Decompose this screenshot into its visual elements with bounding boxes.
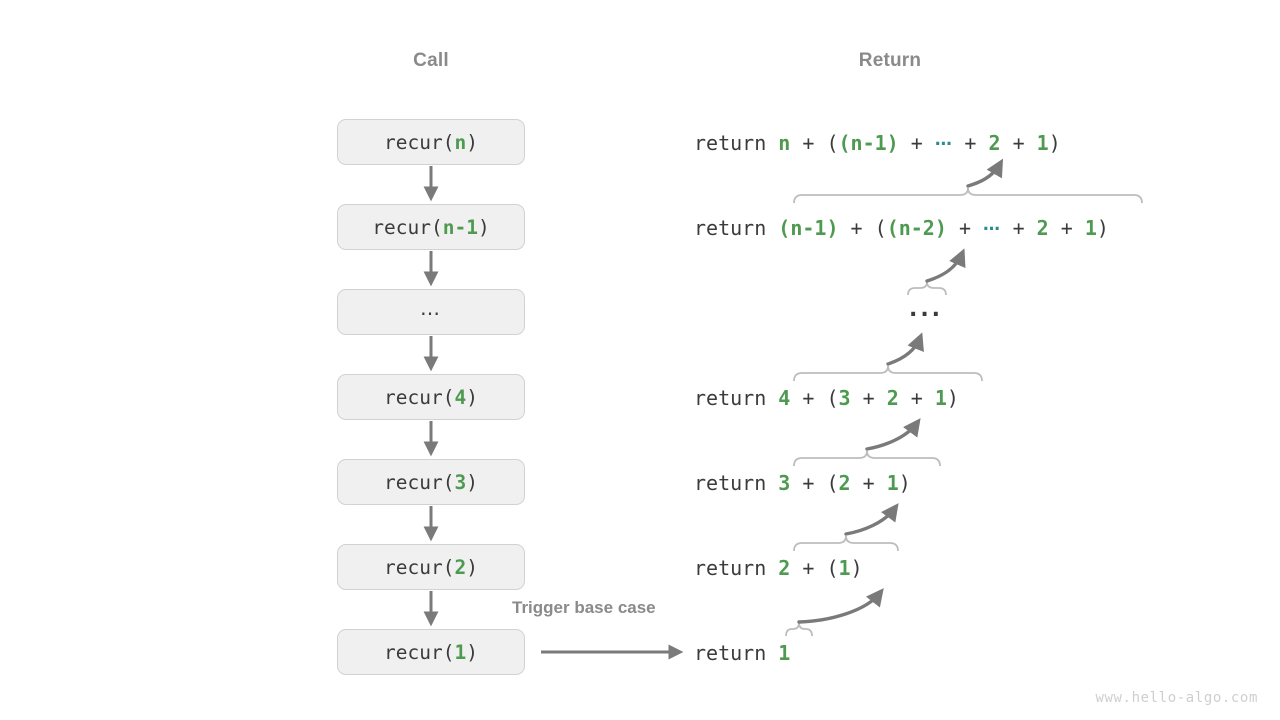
return-keyword: return — [694, 556, 779, 580]
call-column-header: Call — [413, 50, 449, 71]
return-row-n-1: return (n-1) + ((n-2) + … + 2 + 1) — [694, 213, 1109, 243]
call-prefix: recur( — [384, 130, 455, 154]
return-token: + — [850, 386, 887, 410]
return-token: n — [778, 131, 791, 155]
call-argument: n — [454, 130, 467, 154]
call-box-dots: … — [337, 289, 525, 335]
return-token: 1 — [934, 386, 947, 410]
return-token: ) — [1048, 131, 1061, 155]
return-token: 1 — [778, 641, 791, 665]
return-token: ) — [850, 556, 863, 580]
return-token: 2 — [838, 471, 851, 495]
call-suffix: ) — [466, 385, 478, 409]
return-token: 1 — [1036, 131, 1049, 155]
call-suffix: ) — [466, 555, 478, 579]
return-row-3: return 3 + (2 + 1) — [694, 468, 911, 498]
return-row-n: return n + ((n-1) + … + 2 + 1) — [694, 128, 1061, 158]
return-column-header: Return — [858, 50, 922, 71]
return-token: 3 — [778, 471, 791, 495]
call-prefix: recur( — [384, 385, 455, 409]
return-token: + ( — [790, 471, 839, 495]
ellipsis-glyph: … — [420, 296, 442, 320]
return-row-2: return 2 + (1) — [694, 553, 863, 583]
return-token: (n-1) — [778, 216, 839, 240]
call-box-n: recur(n) — [337, 119, 525, 165]
return-token: + — [850, 471, 887, 495]
return-keyword: return — [694, 216, 779, 240]
return-token: 2 — [886, 386, 899, 410]
call-box-1: recur(1) — [337, 629, 525, 675]
return-token: ) — [946, 386, 959, 410]
call-suffix: ) — [466, 130, 478, 154]
return-token: + ( — [790, 386, 839, 410]
watermark: www.hello-algo.com — [1095, 690, 1258, 706]
call-argument: 3 — [454, 470, 467, 494]
return-token: ) — [1096, 216, 1109, 240]
return-token: ) — [898, 471, 911, 495]
trigger-base-case-label: Trigger base case — [512, 598, 656, 617]
return-token: (n-2) — [886, 216, 947, 240]
call-suffix: ) — [477, 215, 490, 239]
return-keyword: return — [694, 386, 779, 410]
return-token: + ( — [790, 556, 839, 580]
return-keyword: return — [694, 131, 779, 155]
return-token: 4 — [778, 386, 791, 410]
return-token: + — [1000, 131, 1037, 155]
return-token: 2 — [778, 556, 791, 580]
call-argument: 2 — [454, 555, 467, 579]
call-prefix: recur( — [384, 555, 455, 579]
call-prefix: recur( — [384, 470, 455, 494]
call-box-3: recur(3) — [337, 459, 525, 505]
return-token: 3 — [838, 386, 851, 410]
return-keyword: return — [694, 471, 779, 495]
return-keyword: return — [694, 641, 779, 665]
call-box-n-1: recur(n-1) — [337, 204, 525, 250]
return-token: 2 — [988, 131, 1001, 155]
return-token: + — [898, 131, 935, 155]
return-token: 1 — [838, 556, 851, 580]
return-token: + — [1048, 216, 1085, 240]
return-row-4: return 4 + (3 + 2 + 1) — [694, 383, 959, 413]
return-token: 1 — [1084, 216, 1097, 240]
return-token: (n-1) — [838, 131, 899, 155]
call-argument: 1 — [454, 640, 467, 664]
return-ellipsis: ... — [908, 297, 944, 322]
return-token: 2 — [1036, 216, 1049, 240]
return-token: + — [898, 386, 935, 410]
return-token: + ( — [838, 216, 887, 240]
call-prefix: recur( — [372, 215, 443, 239]
call-argument: 4 — [454, 385, 467, 409]
return-token: + — [952, 131, 989, 155]
call-box-2: recur(2) — [337, 544, 525, 590]
return-token: 1 — [886, 471, 899, 495]
return-token: + — [946, 216, 984, 240]
return-token: … — [934, 130, 953, 150]
return-token: + ( — [790, 131, 839, 155]
call-suffix: ) — [466, 640, 478, 664]
return-token: … — [983, 215, 1001, 235]
call-box-4: recur(4) — [337, 374, 525, 420]
return-row-1: return 1 — [694, 638, 790, 668]
return-token: + — [1000, 216, 1037, 240]
call-argument: n-1 — [442, 215, 478, 239]
call-prefix: recur( — [384, 640, 455, 664]
call-suffix: ) — [466, 470, 478, 494]
